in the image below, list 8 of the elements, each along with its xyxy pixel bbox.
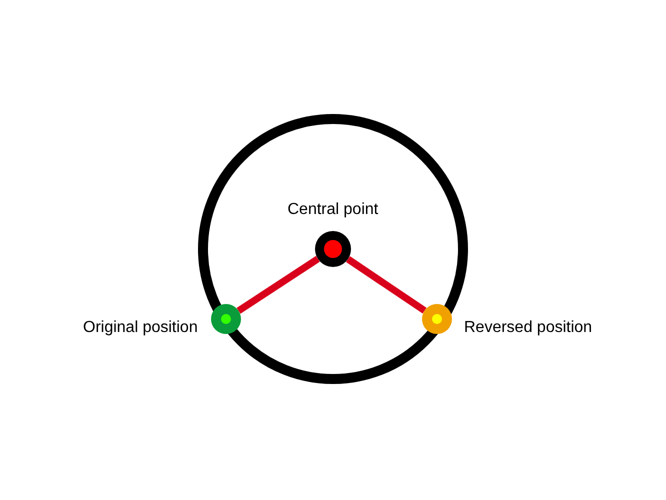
- connector-line: [236, 256, 320, 314]
- center-dot: [315, 231, 351, 267]
- point-label: Central point: [288, 201, 378, 219]
- position-dot: [211, 304, 241, 334]
- connector-line: [346, 256, 426, 314]
- point-label: Original position: [83, 319, 198, 337]
- point-label: Reversed position: [464, 319, 592, 337]
- position-dot: [422, 304, 452, 334]
